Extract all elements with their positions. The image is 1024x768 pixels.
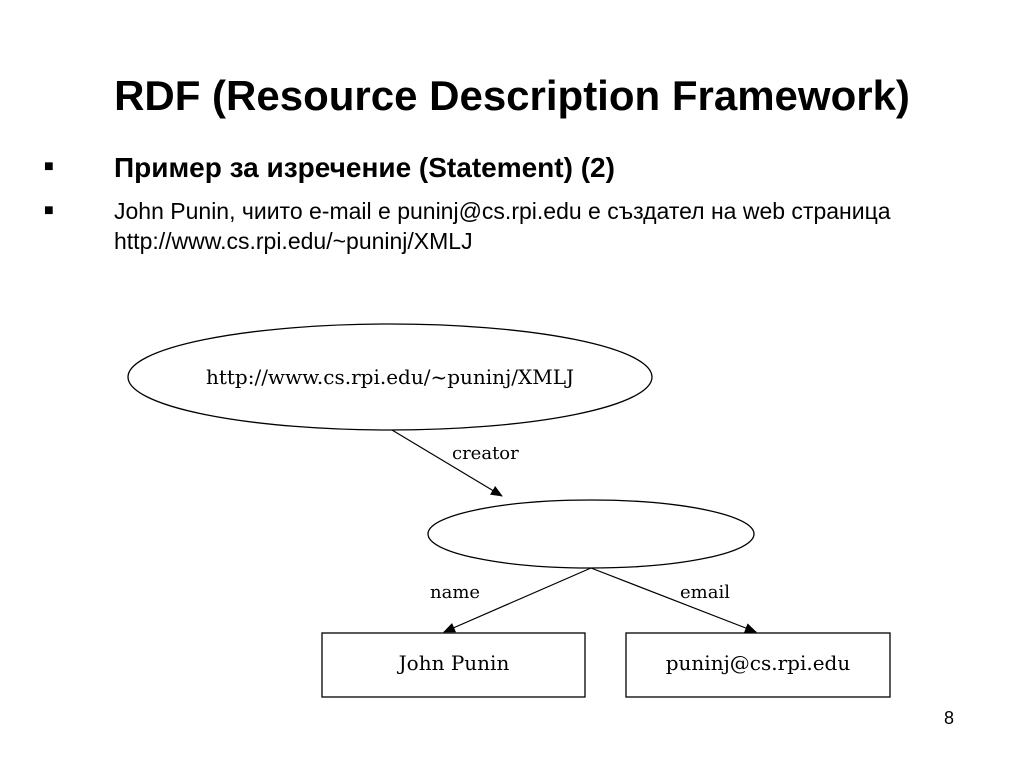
slide-title: RDF (Resource Description Framework) [114,72,910,119]
resource-node-label: http://www.cs.rpi.edu/~puninj/XMLJ [206,365,574,389]
name-edge [443,567,592,633]
blank-node-ellipse [427,499,755,569]
resource-node-ellipse [127,323,653,431]
bullet-text: Пример за изречение (Statement) (2) [114,152,615,183]
email-edge-label: email [680,582,730,603]
name-literal-label: John Punin [397,651,510,675]
creator-edge-label: creator [452,443,519,464]
creator-edge [391,429,503,497]
email-literal-label: puninj@cs.rpi.edu [666,651,851,675]
square-bullet-icon: ■ [44,202,54,219]
bullet-text: John Punin, чиито e-mail е puninj@cs.rpi… [114,198,891,254]
square-bullet-icon: ■ [44,158,54,175]
name-edge-label: name [430,582,480,603]
email-literal-box [625,632,891,698]
name-literal-box [321,632,586,698]
page-number: 8 [944,708,955,728]
email-edge [590,567,757,633]
